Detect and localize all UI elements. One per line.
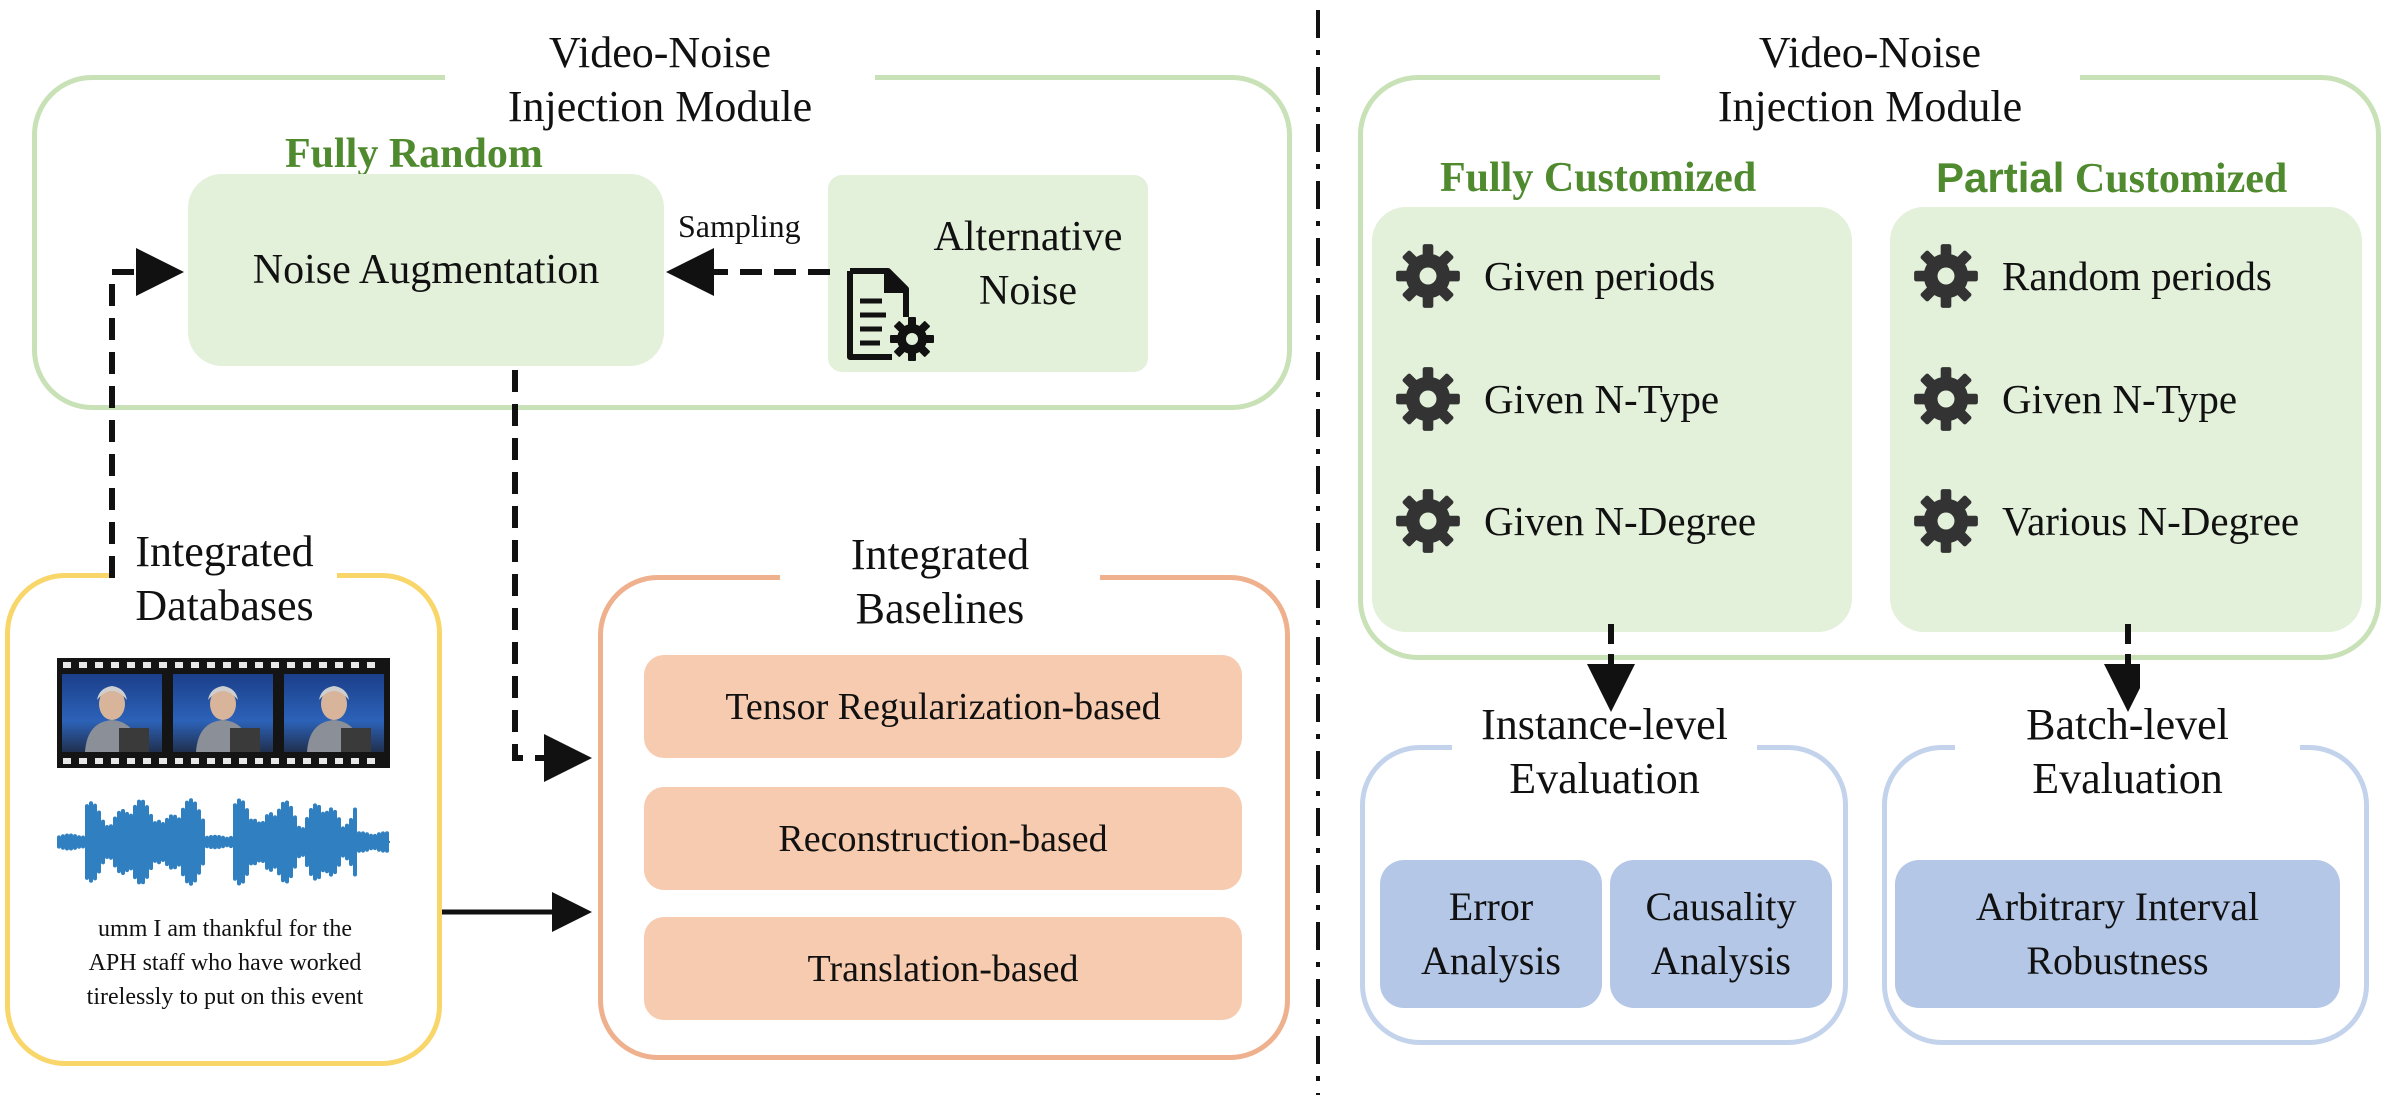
partial-customized-box: Random periods Given N-Type Various N-De…	[1890, 207, 2362, 632]
gear-icon	[1394, 365, 1462, 433]
partial-customized-label: Partial Customized	[1936, 154, 2288, 202]
integrated-databases-title: Integrated Databases	[112, 525, 337, 633]
gear-icon	[1912, 487, 1980, 555]
noise-augmentation-box: Noise Augmentation	[188, 174, 664, 366]
databases-to-augmentation-arrow	[109, 248, 184, 578]
fully-customized-item: Given N-Degree	[1394, 487, 1756, 555]
video-filmstrip-icon	[57, 658, 390, 768]
baseline-tensor-regularization: Tensor Regularization-based	[644, 655, 1242, 758]
fully-customized-item: Given periods	[1394, 242, 1715, 310]
partial-customized-item: Random periods	[1912, 242, 2272, 310]
audio-waveform-icon	[57, 798, 390, 886]
gear-icon	[1912, 365, 1980, 433]
gear-icon	[1394, 242, 1462, 310]
transcript-text: umm I am thankful for the APH staff who …	[86, 916, 364, 1010]
right-connectors	[1587, 624, 2140, 712]
fully-customized-label: Fully Customized	[1440, 155, 1757, 201]
causality-analysis-box: Causality Analysis	[1610, 860, 1832, 1008]
fully-customized-item: Given N-Type	[1394, 365, 1719, 433]
instance-evaluation-title: Instance-level Evaluation	[1452, 698, 1757, 806]
noise-augmentation-label: Noise Augmentation	[252, 247, 600, 293]
gear-icon	[1912, 242, 1980, 310]
left-noise-module-title: Video-Noise Injection Module	[445, 26, 875, 134]
document-gear-icon	[847, 268, 934, 361]
left-connectors	[109, 248, 830, 932]
fully-random-label: Fully Random	[285, 131, 543, 177]
section-divider	[1316, 10, 1320, 1095]
error-analysis-box: Error Analysis	[1380, 860, 1602, 1008]
arbitrary-interval-robustness-box: Arbitrary Interval Robustness	[1895, 860, 2340, 1008]
integrated-baselines-title: Integrated Baselines	[780, 528, 1100, 636]
partial-customized-item: Various N-Degree	[1912, 487, 2299, 555]
partial-customized-item: Given N-Type	[1912, 365, 2237, 433]
fully-customized-box: Given periods Given N-Type Given N-Degre…	[1372, 207, 1852, 632]
alternative-noise-label: Alternative Noise	[933, 214, 1123, 314]
right-noise-module-title: Video-Noise Injection Module	[1660, 26, 2080, 134]
baseline-translation: Translation-based	[644, 917, 1242, 1020]
baseline-reconstruction: Reconstruction-based	[644, 787, 1242, 890]
sampling-label: Sampling	[678, 208, 801, 244]
augmentation-to-baselines-arrow	[512, 370, 592, 782]
gear-icon	[1394, 487, 1462, 555]
batch-evaluation-title: Batch-level Evaluation	[1955, 698, 2300, 806]
alternative-noise-box: Alternative Noise	[828, 175, 1148, 372]
